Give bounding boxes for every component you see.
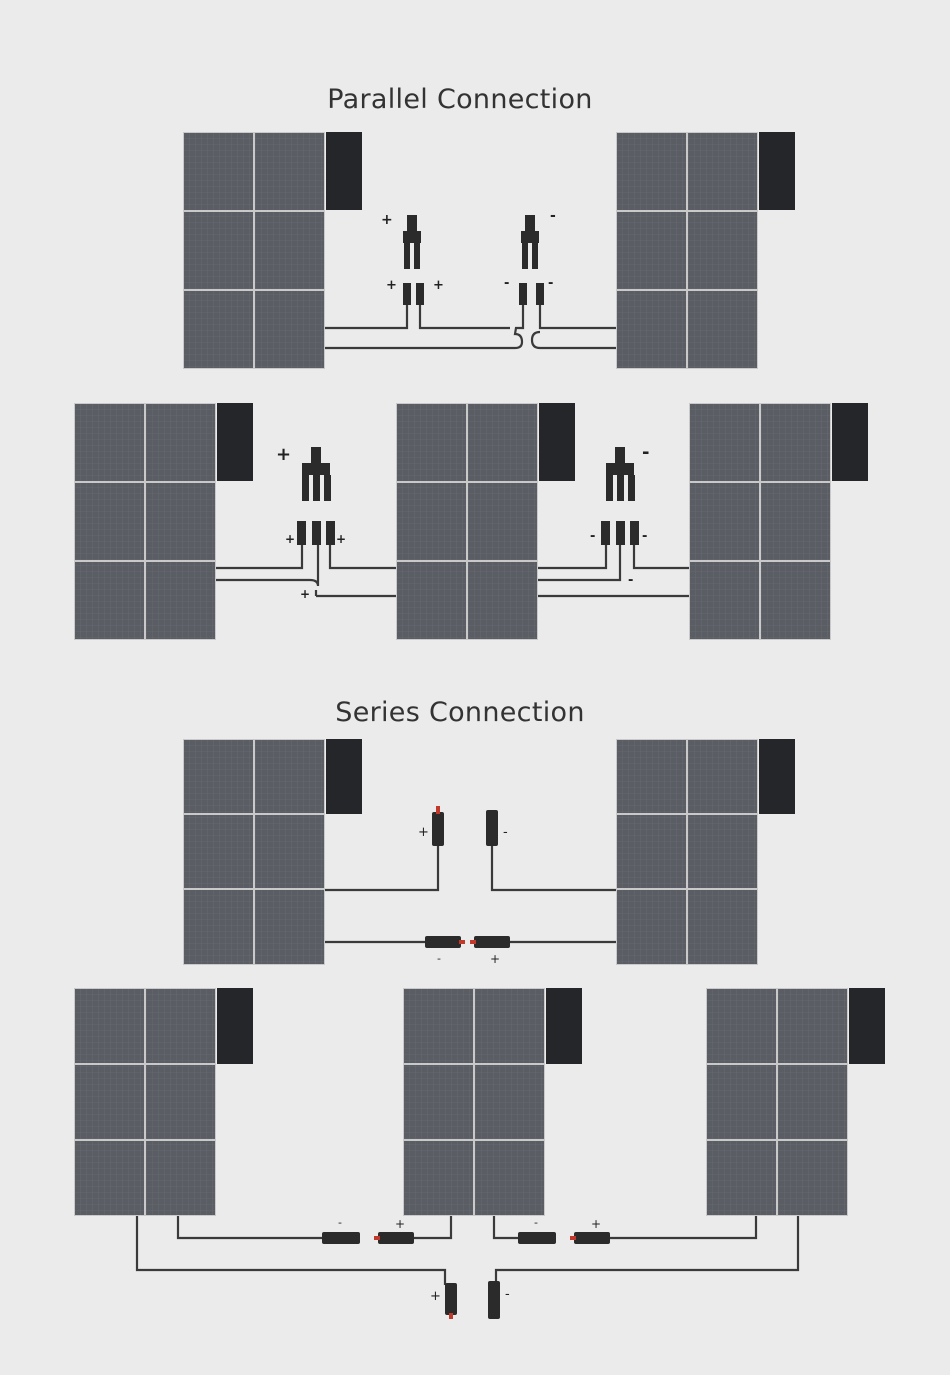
panel-flap [546,988,582,1064]
mc4-plugs [297,521,639,545]
parallel-two-panels-group [183,132,795,369]
polarity-minus: - [590,529,595,544]
polarity-plus: + [430,1289,441,1304]
polarity-minus: - [550,208,556,224]
polarity-minus: - [437,952,441,965]
polarity-plus: + [418,825,429,840]
polarity-plus: + [591,1217,601,1231]
polarity-plus: + [276,444,291,465]
solar-panel [396,403,575,640]
polarity-minus: - [534,1216,538,1229]
panel-flap [217,403,253,481]
solar-panel [183,739,362,965]
panel-flap [832,403,868,481]
panel-flap [326,739,362,814]
solar-panel [183,132,362,369]
polarity-plus: + [381,212,393,228]
mc4-connectors [322,1232,610,1319]
polarity-minus: - [642,529,647,544]
polarity-minus: - [505,1287,510,1302]
solar-panel [74,988,253,1216]
mc4-plugs [403,283,544,305]
series-two-panels-group [183,739,795,965]
polarity-plus: + [490,952,500,966]
parallel-connection-title: Parallel Connection [327,84,593,115]
panel-flap [849,988,885,1064]
polarity-plus: + [433,278,444,293]
polarity-minus: - [503,825,508,840]
solar-panel [689,403,868,640]
solar-panel [616,739,795,965]
polarity-labels: + - + + - - + - + + + - - - + - - + - + … [276,208,649,1304]
y-branch-connector-positive [403,215,421,269]
polarity-minus: - [628,573,633,588]
polarity-minus: - [548,276,553,291]
polarity-plus: + [386,278,397,293]
solar-panel [403,988,582,1216]
cables [216,545,689,598]
polarity-plus: + [336,532,346,546]
panel-flap [217,988,253,1064]
cables [135,1216,800,1285]
polarity-minus: - [338,1216,342,1229]
mc4-connectors [425,806,510,948]
parallel-three-panels-group [74,403,868,640]
cables [325,846,616,944]
solar-panel [74,403,253,640]
series-connection-title: Series Connection [335,697,585,728]
polarity-minus: - [504,276,509,291]
panel-flap [326,132,362,210]
panel-flap [759,739,795,814]
solar-panel [706,988,885,1216]
polarity-minus: - [642,442,649,463]
y-branch-connector-negative [606,447,635,501]
y-branch-connector-positive [302,447,331,501]
series-three-panels-group [74,988,885,1319]
panel-flap [539,403,575,481]
y-branch-connector-negative [521,215,539,269]
polarity-plus: + [300,587,310,601]
cables [325,305,616,350]
panel-flap [759,132,795,210]
polarity-plus: + [285,532,295,546]
solar-panel [616,132,795,369]
polarity-plus: + [395,1217,405,1231]
